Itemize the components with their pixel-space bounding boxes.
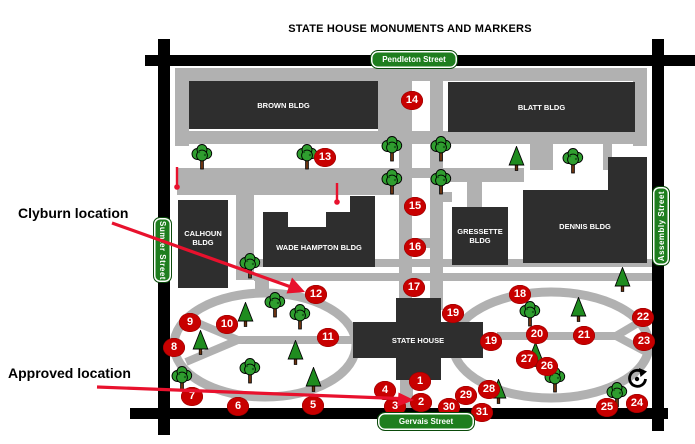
map-marker-19[interactable]: 19 <box>480 331 502 351</box>
pine-tree-icon <box>287 339 304 370</box>
map-marker-24[interactable]: 24 <box>626 393 648 413</box>
map-marker-6[interactable]: 6 <box>227 396 249 416</box>
tree-icon <box>381 136 403 168</box>
map-marker-4[interactable]: 4 <box>374 380 396 400</box>
tree-icon <box>381 169 403 201</box>
map-marker-17[interactable]: 17 <box>403 277 425 297</box>
state-house-label: STATE HOUSE <box>391 335 445 345</box>
map-marker-11[interactable]: 11 <box>317 327 339 347</box>
map-marker-15[interactable]: 15 <box>404 196 426 216</box>
pendleton-street-sign-label: Pendleton Street <box>382 55 446 64</box>
dennis-building-label: DENNIS BLDG <box>559 222 611 231</box>
gervais-street-sign-label: Gervais Street <box>398 417 454 426</box>
map-marker-1[interactable]: 1 <box>409 371 431 391</box>
assembly-street-sign-label: Assembly Street <box>656 190 666 262</box>
pine-tree-icon <box>614 266 631 297</box>
map-marker-26[interactable]: 26 <box>536 356 558 376</box>
sumter-street-sign-label: Sumter Street <box>158 220 167 280</box>
map-marker-7[interactable]: 7 <box>181 386 203 406</box>
pine-tree-icon <box>508 145 525 176</box>
map-marker-16[interactable]: 16 <box>404 237 426 257</box>
map-marker-22[interactable]: 22 <box>632 307 654 327</box>
sumter-street-sign: Sumter Street <box>153 217 172 283</box>
monument-icon <box>626 368 648 395</box>
map-marker-13[interactable]: 13 <box>314 147 336 167</box>
tree-icon <box>562 148 584 180</box>
tree-icon <box>264 292 286 324</box>
map-marker-12[interactable]: 12 <box>305 284 327 304</box>
tree-icon <box>289 304 311 336</box>
map-marker-18[interactable]: 18 <box>509 284 531 304</box>
map-title: STATE HOUSE MONUMENTS AND MARKERS <box>288 23 532 35</box>
map-marker-20[interactable]: 20 <box>526 324 548 344</box>
map-marker-23[interactable]: 23 <box>633 331 655 351</box>
clyburn-location-label: Clyburn location <box>18 205 129 221</box>
blatt-building <box>448 82 635 132</box>
tree-icon <box>430 136 452 168</box>
tree-icon <box>239 253 261 285</box>
tree-icon <box>430 169 452 201</box>
map-marker-5[interactable]: 5 <box>302 395 324 415</box>
pine-tree-icon <box>305 366 322 397</box>
pine-tree-icon <box>237 301 254 332</box>
map-marker-8[interactable]: 8 <box>163 337 185 357</box>
dennis-building <box>523 190 647 263</box>
gressette-building-label: GRESSETTE BLDG <box>457 227 503 245</box>
map-marker-25[interactable]: 25 <box>596 397 618 417</box>
tree-icon <box>239 358 261 390</box>
map-marker-31[interactable]: 31 <box>471 402 493 422</box>
gervais-street-sign: Gervais Street <box>377 412 475 431</box>
wade-hampton-building-label: WADE HAMPTON BLDG <box>276 242 362 252</box>
assembly-street-sign: Assembly Street <box>652 186 670 266</box>
map-marker-28[interactable]: 28 <box>478 379 500 399</box>
wade-hampton-building-wing <box>350 196 375 213</box>
brown-building <box>189 81 378 129</box>
gressette-building <box>452 207 508 265</box>
dennis-building-wing <box>608 157 647 191</box>
map-marker-27[interactable]: 27 <box>516 349 538 369</box>
state-house-building-wing <box>396 298 441 380</box>
map-marker-19[interactable]: 19 <box>442 303 464 323</box>
map-marker-10[interactable]: 10 <box>216 314 238 334</box>
map-marker-2[interactable]: 2 <box>410 392 432 412</box>
wade-hampton-notch <box>288 212 326 227</box>
pine-tree-icon <box>192 329 209 360</box>
map-marker-9[interactable]: 9 <box>179 312 201 332</box>
tree-icon <box>191 144 213 176</box>
blatt-building-label: BLATT BLDG <box>517 102 566 112</box>
map-marker-14[interactable]: 14 <box>401 90 423 110</box>
map-marker-21[interactable]: 21 <box>573 325 595 345</box>
pine-tree-icon <box>570 296 587 327</box>
pendleton-street-sign: Pendleton Street <box>370 50 458 69</box>
approved-location-label: Approved location <box>8 365 131 381</box>
brown-building-label: BROWN BLDG <box>257 100 310 110</box>
